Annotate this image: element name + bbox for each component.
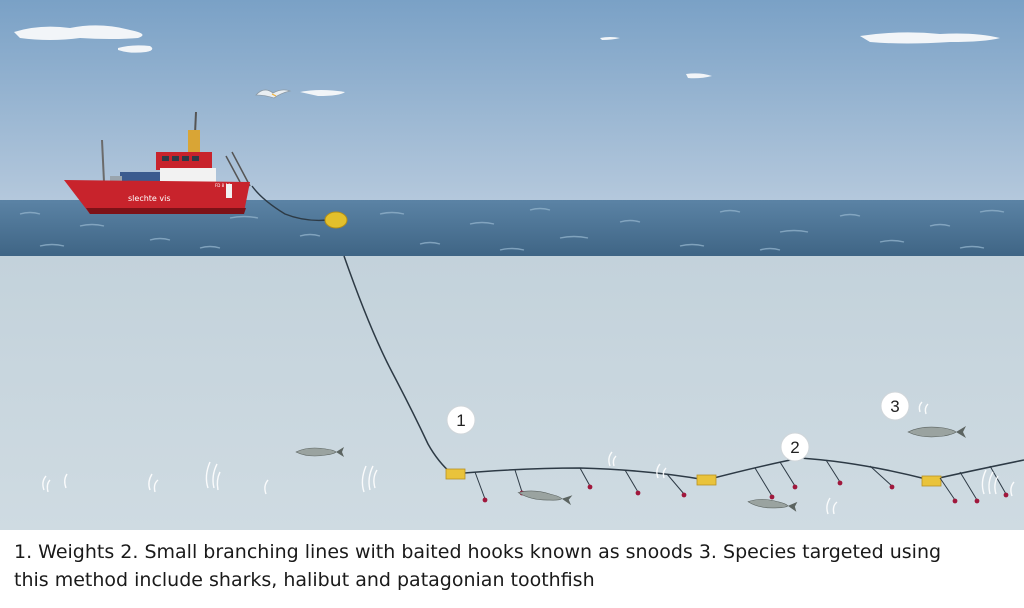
surface-line [251, 185, 329, 222]
fishing-boat: slechte vis FD 8 18 [64, 111, 251, 214]
callout-2-label: 2 [790, 438, 799, 457]
seabed-plants [42, 401, 1015, 515]
callout-3: 3 [880, 391, 910, 421]
weights [445, 468, 942, 487]
fish-middle [747, 499, 798, 512]
callout-1-label: 1 [456, 411, 465, 430]
callout-1: 1 [446, 405, 476, 435]
underwater-area [0, 256, 1024, 530]
longline-fishing-illustration: slechte vis FD 8 18 [0, 0, 1024, 530]
fish-near-weight-1 [517, 490, 573, 506]
baited-hooks [482, 480, 1009, 504]
diagram-caption: 1. Weights 2. Small branching lines with… [14, 538, 1014, 594]
buoy [324, 211, 348, 229]
clouds [14, 25, 1000, 96]
boat-registration: FD 8 18 [215, 183, 231, 188]
snoods [474, 459, 1007, 501]
fish-left [295, 447, 344, 457]
callout-2: 2 [780, 432, 810, 462]
caption-line-1: 1. Weights 2. Small branching lines with… [14, 541, 942, 563]
callout-3-label: 3 [890, 397, 899, 416]
boat-hull-name: slechte vis [128, 194, 171, 203]
fish-species-targeted [907, 426, 966, 438]
sky [0, 0, 1024, 200]
seagull-icon [255, 89, 292, 99]
down-line [343, 255, 453, 475]
waves [19, 207, 1005, 251]
caption-line-2: this method include sharks, halibut and … [14, 569, 595, 591]
